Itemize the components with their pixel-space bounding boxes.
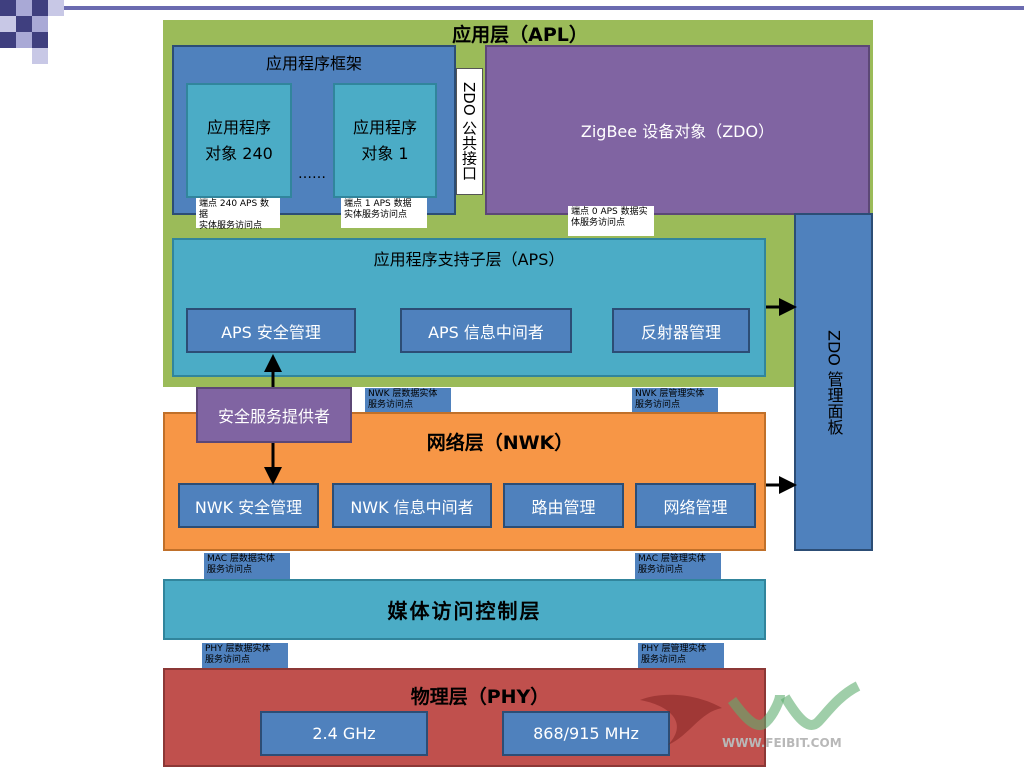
aps-security-management: APS 安全管理 bbox=[186, 308, 356, 353]
nwk-security-management: NWK 安全管理 bbox=[178, 483, 319, 528]
nwk-data-sap: NWK 层数据实体 服务访问点 bbox=[365, 388, 451, 414]
nwk-title: 网络层（NWK） bbox=[426, 431, 574, 454]
mac-data-sap: MAC 层数据实体 服务访问点 bbox=[204, 553, 290, 581]
mac-layer: 媒体访问控制层 bbox=[163, 579, 766, 640]
app-object-1: 应用程序 对象 1 bbox=[333, 83, 437, 198]
nwk-management-sap: NWK 层管理实体 服务访问点 bbox=[632, 388, 718, 414]
zigbee-device-object: ZigBee 设备对象（ZDO） bbox=[485, 45, 870, 215]
band-868-915mhz: 868/915 MHz bbox=[502, 711, 670, 756]
watermark-text: WWW.FEIBIT.COM bbox=[722, 736, 842, 750]
zdo-management-plane: ZDO 管理面板 bbox=[794, 213, 873, 551]
aps-sublayer bbox=[172, 238, 766, 377]
band-2-4ghz: 2.4 GHz bbox=[260, 711, 428, 756]
zdo-public-interface: ZDO 公共接口 bbox=[456, 68, 483, 195]
app-object-240: 应用程序 对象 240 bbox=[186, 83, 292, 198]
routing-management: 路由管理 bbox=[503, 483, 624, 528]
nwk-message-broker: NWK 信息中间者 bbox=[332, 483, 492, 528]
reflector-management: 反射器管理 bbox=[612, 308, 750, 353]
apl-title: 应用层（APL） bbox=[452, 23, 588, 46]
security-service-provider: 安全服务提供者 bbox=[196, 387, 352, 443]
ellipsis: …… bbox=[298, 166, 326, 182]
aps-message-broker: APS 信息中间者 bbox=[400, 308, 572, 353]
phy-data-sap: PHY 层数据实体 服务访问点 bbox=[202, 643, 288, 671]
aps-title: 应用程序支持子层（APS） bbox=[373, 250, 565, 269]
ep1-aps-data-sap: 端点 1 APS 数据 实体服务访问点 bbox=[341, 198, 427, 228]
phy-management-sap: PHY 层管理实体 服务访问点 bbox=[638, 643, 724, 671]
network-management: 网络管理 bbox=[635, 483, 756, 528]
phy-title: 物理层（PHY） bbox=[410, 685, 550, 708]
mac-management-sap: MAC 层管理实体 服务访问点 bbox=[635, 553, 721, 581]
ep240-aps-data-sap: 端点 240 APS 数据 实体服务访问点 bbox=[196, 198, 280, 231]
ep0-aps-data-sap: 端点 0 APS 数据实 体服务访问点 bbox=[568, 206, 654, 236]
framework-title: 应用程序框架 bbox=[265, 54, 362, 73]
